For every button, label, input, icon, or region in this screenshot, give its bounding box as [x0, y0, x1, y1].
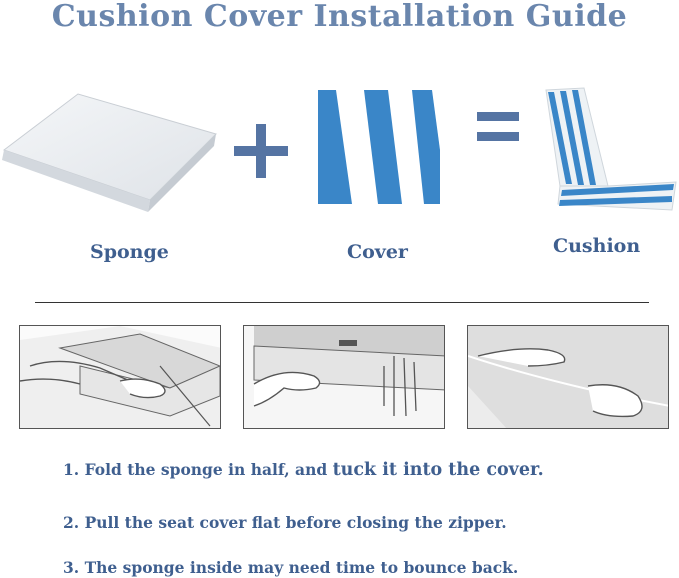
step-2-illustration — [243, 325, 445, 429]
step-1-text: 1. Fold the sponge in half, and tuck it … — [63, 460, 544, 480]
page-title: Cushion Cover Installation Guide — [51, 0, 628, 34]
section-divider — [35, 302, 649, 303]
step-3-illustration — [467, 325, 669, 429]
plus-icon — [234, 124, 288, 178]
step-1-emphasis: tuck it into the cover. — [332, 460, 544, 480]
sponge-label: Sponge — [90, 241, 169, 263]
cushion-label: Cushion — [553, 235, 641, 257]
step-2-text: 2. Pull the seat cover flat before closi… — [63, 513, 507, 532]
cushion-chair-illustration — [545, 87, 677, 211]
striped-cover-illustration — [318, 90, 440, 204]
step-1-illustration — [19, 325, 221, 429]
sponge-illustration — [2, 93, 217, 212]
step-1-main: 1. Fold the sponge in half, and — [63, 460, 333, 479]
equals-icon — [477, 112, 519, 141]
cover-label: Cover — [347, 241, 408, 263]
step-3-text: 3. The sponge inside may need time to bo… — [63, 558, 519, 577]
